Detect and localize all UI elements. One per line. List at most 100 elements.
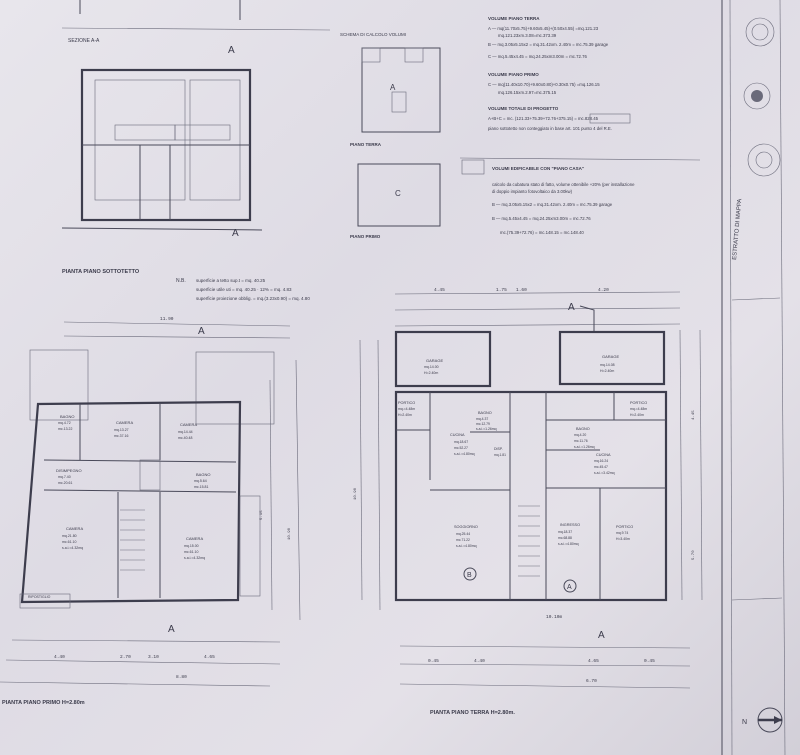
note-line: superficie utile uti = mq. 40.25 · 12% =… xyxy=(196,287,292,292)
svg-text:mq.4.20: mq.4.20 xyxy=(574,433,586,437)
svg-text:C — mq.5.45x4.45 = mq.24.25xm3: C — mq.5.45x4.45 = mq.24.25xm3.00m = mc.… xyxy=(488,54,587,59)
svg-text:mq.21.80: mq.21.80 xyxy=(62,534,77,538)
svg-text:INGRESSO: INGRESSO xyxy=(560,523,580,527)
svg-text:N.B.: N.B. xyxy=(176,278,186,284)
svg-text:s.a.i.=4.32mq: s.a.i.=4.32mq xyxy=(62,546,83,550)
svg-text:s.a.i.=3.42mq: s.a.i.=3.42mq xyxy=(594,471,615,475)
svg-text:mq.15.00: mq.15.00 xyxy=(184,544,199,548)
sottotetto-title: PIANTA PIANO SOTTOTETTO xyxy=(62,269,140,275)
svg-text:A: A xyxy=(567,584,572,591)
svg-text:mq.18.67: mq.18.67 xyxy=(454,440,468,444)
svg-text:mq.121.23xm.3.08=mc.373.39: mq.121.23xm.3.08=mc.373.39 xyxy=(498,33,557,38)
svg-text:CAMERA: CAMERA xyxy=(180,422,197,427)
piano-terra-plan: 4.45 1.75 1.60 4.20 A GARAGE mq.14.00 H=… xyxy=(354,287,703,716)
svg-text:1.75: 1.75 xyxy=(496,287,507,293)
svg-text:CAMERA: CAMERA xyxy=(66,526,83,531)
side-panel-title: ESTRATTO DI MAPPA xyxy=(732,199,743,261)
svg-text:A: A xyxy=(232,228,239,239)
volume-schema: SCHEMA DI CALCOLO VOLUMI A PIANO TERRA C… xyxy=(340,32,441,239)
svg-text:mq.13.27: mq.13.27 xyxy=(114,428,129,432)
svg-text:4.45: 4.45 xyxy=(692,410,696,420)
schema-title: SCHEMA DI CALCOLO VOLUMI xyxy=(340,32,406,37)
svg-text:mc.71.22: mc.71.22 xyxy=(456,538,470,542)
svg-text:mq.18.37: mq.18.37 xyxy=(558,530,572,534)
svg-text:mc.12.79: mc.12.79 xyxy=(476,422,490,426)
svg-text:CUCINA: CUCINA xyxy=(596,453,611,457)
svg-text:mc.45.47: mc.45.47 xyxy=(594,465,608,469)
svg-text:mc.40.48: mc.40.48 xyxy=(178,436,192,440)
svg-text:DISIMPEGNO: DISIMPEGNO xyxy=(56,468,82,473)
svg-text:2.70: 2.70 xyxy=(120,654,131,660)
svg-text:mc.(75.39+72.76) = mc.148.15 =: mc.(75.39+72.76) = mc.148.15 = mc.148.40 xyxy=(500,230,584,235)
svg-text:H=2.40m: H=2.40m xyxy=(600,369,614,373)
svg-text:C — mq(11.40x10.70)+9.60x0.80): C — mq(11.40x10.70)+9.60x0.80)+0.30x0.75… xyxy=(488,82,600,87)
svg-text:B: B xyxy=(467,572,472,579)
svg-text:B — mq.3.05x5.15x2 = mq.31.42x: B — mq.3.05x5.15x2 = mq.31.42xm. 2.40m =… xyxy=(488,42,609,47)
svg-text:N: N xyxy=(742,719,747,726)
svg-text:s.a.i.=1.26mq: s.a.i.=1.26mq xyxy=(476,427,497,431)
svg-text:mq.14.44: mq.14.44 xyxy=(178,430,193,434)
svg-text:PORTICO: PORTICO xyxy=(630,401,647,405)
svg-text:VOLUME TOTALE DI PROGETTO: VOLUME TOTALE DI PROGETTO xyxy=(488,106,559,111)
svg-text:A: A xyxy=(598,630,605,641)
svg-text:VOLUMI EDIFICABILE CON "PIANO: VOLUMI EDIFICABILE CON "PIANO CASA" xyxy=(492,166,584,171)
section-label: SEZIONE A-A xyxy=(68,38,100,44)
svg-text:piano sottotetto non conteggia: piano sottotetto non conteggiato in base… xyxy=(488,126,612,131)
svg-text:8.80: 8.80 xyxy=(176,674,187,680)
svg-text:GARAGE: GARAGE xyxy=(602,354,619,359)
svg-text:mc.61.10: mc.61.10 xyxy=(184,550,198,554)
svg-text:s.a.i.=4.80mq: s.a.i.=4.80mq xyxy=(558,542,579,546)
svg-text:GARAGE: GARAGE xyxy=(426,358,443,363)
svg-text:A: A xyxy=(390,83,396,92)
svg-text:DISP.: DISP. xyxy=(494,447,503,451)
svg-text:PORTICO: PORTICO xyxy=(616,525,633,529)
svg-text:VOLUME PIANO TERRA: VOLUME PIANO TERRA xyxy=(488,16,540,21)
svg-text:s.a.i.=4.32mq: s.a.i.=4.32mq xyxy=(184,556,205,560)
svg-text:mc.52.27: mc.52.27 xyxy=(454,446,468,450)
svg-text:4.20: 4.20 xyxy=(598,287,609,293)
svg-text:mq.4.72: mq.4.72 xyxy=(58,421,71,425)
svg-text:mq.9.74: mq.9.74 xyxy=(616,531,628,535)
sottotetto-plan: SEZIONE A-A PIANTA PIANO SOTTOTETTO A A … xyxy=(61,0,331,301)
svg-text:calcolo da cubatura stato di f: calcolo da cubatura stato di fatto, volu… xyxy=(492,182,635,187)
svg-text:A: A xyxy=(168,624,175,635)
svg-text:mq.4.37: mq.4.37 xyxy=(476,417,488,421)
note-line: superficie proiezione obblig. = mq.(3.23… xyxy=(196,296,310,301)
svg-text:CUCINA: CUCINA xyxy=(450,433,465,437)
svg-text:VOLUME PIANO PRIMO: VOLUME PIANO PRIMO xyxy=(488,72,539,77)
piano-terra-label: PIANO TERRA xyxy=(350,142,382,147)
svg-text:BAGNO: BAGNO xyxy=(576,427,590,431)
volume-calculations: VOLUME PIANO TERRA A — mq(11.70x5.75)+9.… xyxy=(459,16,701,235)
svg-text:A: A xyxy=(568,302,575,313)
section-marker-a: A xyxy=(228,45,235,56)
svg-text:mq.=4.48m: mq.=4.48m xyxy=(630,407,647,411)
svg-text:mq.=4.48m: mq.=4.48m xyxy=(398,407,415,411)
piano-terra-title: PIANTA PIANO TERRA H=2.80m. xyxy=(430,710,515,716)
svg-text:4.40: 4.40 xyxy=(474,658,485,664)
piano-primo-plan: 11.90 A BAGNO mq.4.72 mc.13.22 xyxy=(0,316,301,706)
svg-text:mq.14.00: mq.14.00 xyxy=(424,365,439,369)
svg-text:H=2.40m: H=2.40m xyxy=(630,413,644,417)
svg-text:4.65: 4.65 xyxy=(588,658,599,664)
entrance-marker-b xyxy=(463,567,477,581)
piano-primo-label: PIANO PRIMO xyxy=(350,234,381,239)
svg-text:BAGNO: BAGNO xyxy=(196,472,210,477)
svg-text:10.90: 10.90 xyxy=(288,527,292,540)
tree-icon xyxy=(747,143,781,177)
entrance-marker-a xyxy=(563,579,577,593)
piano-primo-title: PIANTA PIANO PRIMO H=2.80m xyxy=(2,700,85,706)
svg-text:mc.11.76: mc.11.76 xyxy=(574,439,588,443)
svg-text:11.90: 11.90 xyxy=(160,316,174,322)
svg-text:B — mq.5.45x4.45 = mq.24.25xm3: B — mq.5.45x4.45 = mq.24.25xm3.00m = mc.… xyxy=(492,216,591,221)
svg-text:B — mq.3.05x5.15x2 = mq.31.42x: B — mq.3.05x5.15x2 = mq.31.42xm. 2.40m =… xyxy=(492,202,613,207)
svg-text:5.15: 5.15 xyxy=(260,510,264,520)
svg-text:H=3.40m: H=3.40m xyxy=(616,537,630,541)
svg-text:mq.5.64: mq.5.64 xyxy=(194,479,207,483)
svg-text:mq.1.81: mq.1.81 xyxy=(494,453,506,457)
svg-text:mc.13.22: mc.13.22 xyxy=(58,427,72,431)
svg-text:C: C xyxy=(395,189,401,198)
svg-text:0.45: 0.45 xyxy=(428,658,439,664)
svg-text:RIPOSTIGLIO: RIPOSTIGLIO xyxy=(28,595,51,599)
svg-text:0.45: 0.45 xyxy=(644,658,655,664)
